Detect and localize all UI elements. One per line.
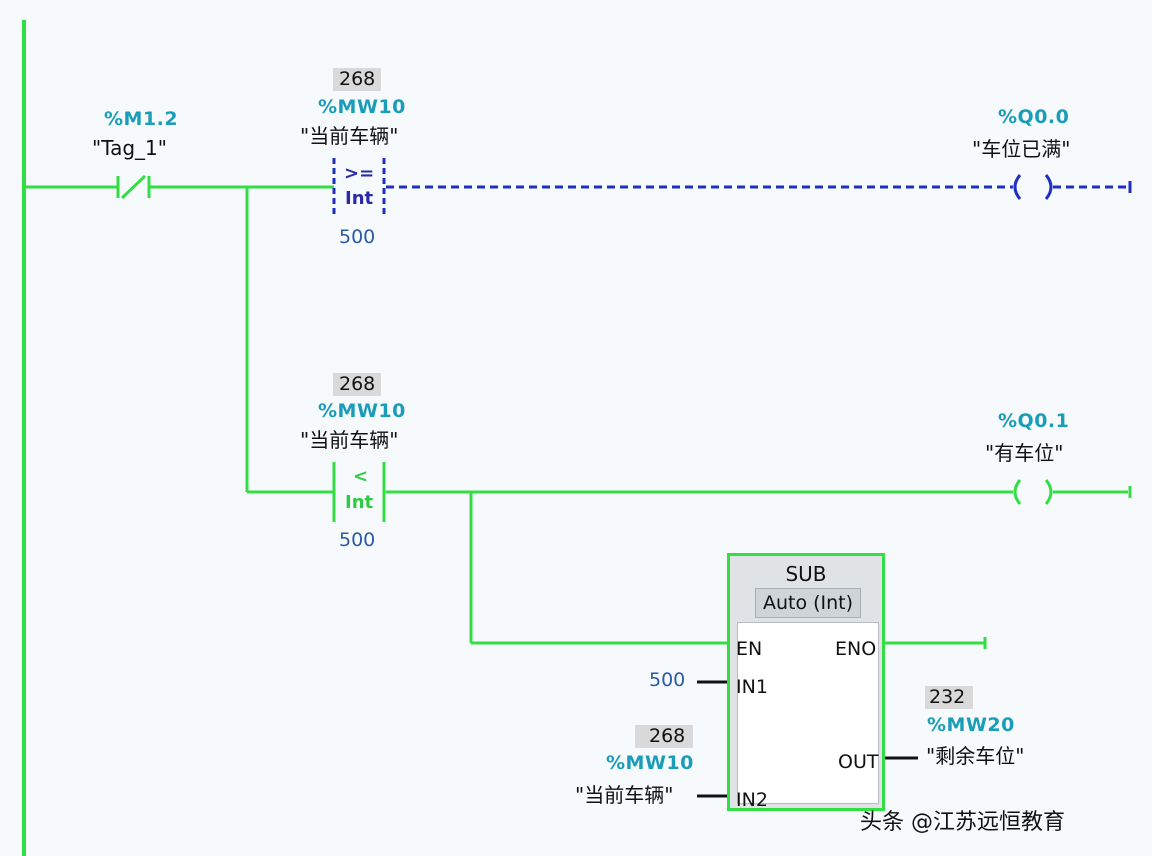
sub-out-address: %MW20 xyxy=(927,714,1015,736)
sub-out-symbol: "剩余车位" xyxy=(926,744,1025,768)
compare1-live-value: 268 xyxy=(333,68,382,91)
compare-ge-box xyxy=(332,158,386,218)
sub-pin-en: EN xyxy=(736,638,763,660)
compare1-address: %MW10 xyxy=(318,96,406,118)
sub-body xyxy=(737,622,879,804)
sub-in2-symbol: "当前车辆" xyxy=(575,783,674,807)
sub-out-live-value: 232 xyxy=(925,686,974,709)
coil2-symbol: "有车位" xyxy=(985,441,1064,465)
sub-pin-in2: IN2 xyxy=(736,789,768,811)
compare2-live-value: 268 xyxy=(333,373,382,396)
coil1-address: %Q0.0 xyxy=(998,106,1070,128)
compare2-symbol: "当前车辆" xyxy=(300,428,399,452)
sub-pin-eno: ENO xyxy=(835,638,877,660)
sub-in2-address: %MW10 xyxy=(606,752,694,774)
compare1-type: Int xyxy=(345,188,374,209)
coil2-address: %Q0.1 xyxy=(998,410,1070,432)
contact-symbol: "Tag_1" xyxy=(92,136,167,160)
compare1-symbol: "当前车辆" xyxy=(300,124,399,148)
sub-block[interactable]: SUB Auto (Int) EN ENO IN1 OUT IN2 xyxy=(727,553,885,811)
compare2-in2: 500 xyxy=(339,529,376,551)
normally-closed-contact xyxy=(116,174,151,200)
sub-pin-out: OUT xyxy=(838,751,879,773)
sub-title: SUB xyxy=(785,562,827,586)
compare1-in2: 500 xyxy=(339,226,376,248)
coil-q00 xyxy=(1013,174,1053,200)
contact-address: %M1.2 xyxy=(104,108,179,130)
sub-pin-in1: IN1 xyxy=(736,676,768,698)
sub-in2-live-value: 268 xyxy=(635,725,694,748)
coil-q01 xyxy=(1013,479,1053,505)
sub-in1-value: 500 xyxy=(649,669,686,691)
sub-type-selector[interactable]: Auto (Int) xyxy=(755,588,861,618)
compare-lt-box xyxy=(332,462,386,522)
compare2-type: Int xyxy=(345,492,374,513)
watermark: 头条 @江苏远恒教育 xyxy=(860,810,1065,835)
coil1-symbol: "车位已满" xyxy=(972,137,1071,161)
compare2-address: %MW10 xyxy=(318,400,406,422)
compare1-op: >= xyxy=(344,163,375,184)
compare2-op: < xyxy=(353,466,369,487)
